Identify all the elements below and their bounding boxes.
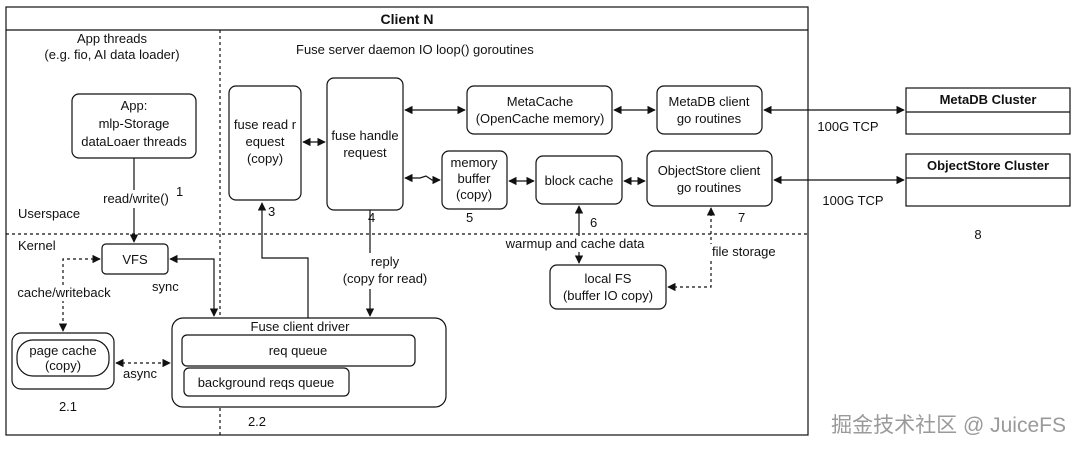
vfs-node-label: VFS — [122, 252, 148, 267]
step-8: 8 — [974, 227, 981, 242]
fuse-handle-line-2: request — [343, 145, 387, 160]
objectstore-cluster-label: ObjectStore Cluster — [927, 158, 1049, 173]
client-title: Client N — [381, 11, 434, 27]
edge-tcp-obj-label: 100G TCP — [822, 193, 883, 208]
memory-buffer-line-3: (copy) — [456, 187, 492, 202]
objectstore-client-line-1: ObjectStore client — [658, 163, 761, 178]
local-fs-line-2: (buffer IO copy) — [563, 288, 653, 303]
objectstore-client-node — [646, 150, 773, 207]
edge-sync-label: sync — [152, 279, 179, 294]
fuse-daemon-label: Fuse server daemon IO loop() goroutines — [296, 42, 534, 57]
edge-handle-memory-buffer — [404, 173, 441, 185]
req-queue-label: req queue — [269, 343, 328, 358]
fuse-read-line-1: fuse read r — [234, 117, 297, 132]
step-5: 5 — [466, 210, 473, 225]
fuse-read-line-3: (copy) — [247, 151, 283, 166]
objectstore-cluster-node — [905, 153, 1071, 207]
metadb-client-node — [656, 85, 763, 135]
local-fs-line-1: local FS — [585, 271, 632, 286]
page-cache-line-2: (copy) — [45, 358, 81, 373]
step-6: 6 — [590, 215, 597, 230]
bg-queue-node — [183, 367, 350, 397]
kernel-label: Kernel — [18, 238, 56, 253]
edge-local-fs-objectstore-client — [667, 207, 716, 292]
page-cache-line-1: page cache — [29, 343, 96, 358]
memory-buffer-line-1: memory — [451, 155, 498, 170]
metadb-cluster-node — [905, 87, 1071, 135]
fuse-handle-line-1: fuse handle — [331, 128, 398, 143]
edge-async-label: async — [123, 366, 157, 381]
edge-reply-label-2: (copy for read) — [343, 271, 428, 286]
fuse-read-request-node — [228, 85, 302, 201]
fuse-read-line-2: equest — [245, 134, 284, 149]
app-node-line-1: App: — [121, 98, 148, 113]
app-threads-example: (e.g. fio, AI data loader) — [44, 47, 179, 62]
edge-vfs-page-cache — [58, 254, 101, 332]
metadb-client-line-2: go routines — [677, 111, 742, 126]
block-cache-label: block cache — [545, 173, 614, 188]
edge-warmup-label: warmup and cache data — [505, 236, 646, 251]
watermark: 掘金技术社区 @ JuiceFS — [831, 414, 1066, 437]
block-cache-node — [535, 155, 623, 205]
objectstore-client-line-2: go routines — [677, 180, 742, 195]
userspace-label: Userspace — [18, 206, 80, 221]
req-queue-node — [181, 334, 416, 367]
memory-buffer-node — [441, 150, 508, 210]
edge-reply-label-1: reply — [371, 254, 400, 269]
metacache-node — [466, 85, 613, 135]
step-4: 4 — [368, 210, 375, 225]
metadb-cluster-label: MetaDB Cluster — [940, 92, 1037, 107]
local-fs-node — [549, 264, 667, 310]
fuse-handle-request-node — [326, 77, 404, 211]
step-2-2: 2.2 — [248, 414, 266, 429]
step-1: 1 — [176, 184, 183, 199]
metadb-client-line-1: MetaDB client — [669, 94, 750, 109]
app-node-line-2: mlp-Storage — [99, 116, 170, 131]
app-node-line-3: dataLoaer threads — [81, 134, 187, 149]
memory-buffer-line-2: buffer — [457, 171, 491, 186]
page-cache-inner — [16, 339, 110, 377]
step-2-1: 2.1 — [59, 399, 77, 414]
edge-tcp-meta-label: 100G TCP — [817, 119, 878, 134]
metacache-line-2: (OpenCache memory) — [476, 111, 605, 126]
edge-vfs-fuse-driver — [169, 254, 219, 317]
vfs-node — [101, 243, 169, 275]
edge-file-storage-label: file storage — [712, 244, 776, 259]
step-3: 3 — [268, 204, 275, 219]
step-7: 7 — [738, 210, 745, 225]
app-threads-label: App threads — [77, 31, 148, 46]
metacache-line-1: MetaCache — [507, 94, 573, 109]
bg-queue-label: background reqs queue — [198, 375, 335, 390]
fuse-client-driver-label: Fuse client driver — [251, 319, 351, 334]
edge-cache-writeback-label: cache/writeback — [17, 285, 111, 300]
edge-driver-fuse-read — [257, 202, 309, 318]
edge-read-write-label: read/write() — [103, 191, 169, 206]
